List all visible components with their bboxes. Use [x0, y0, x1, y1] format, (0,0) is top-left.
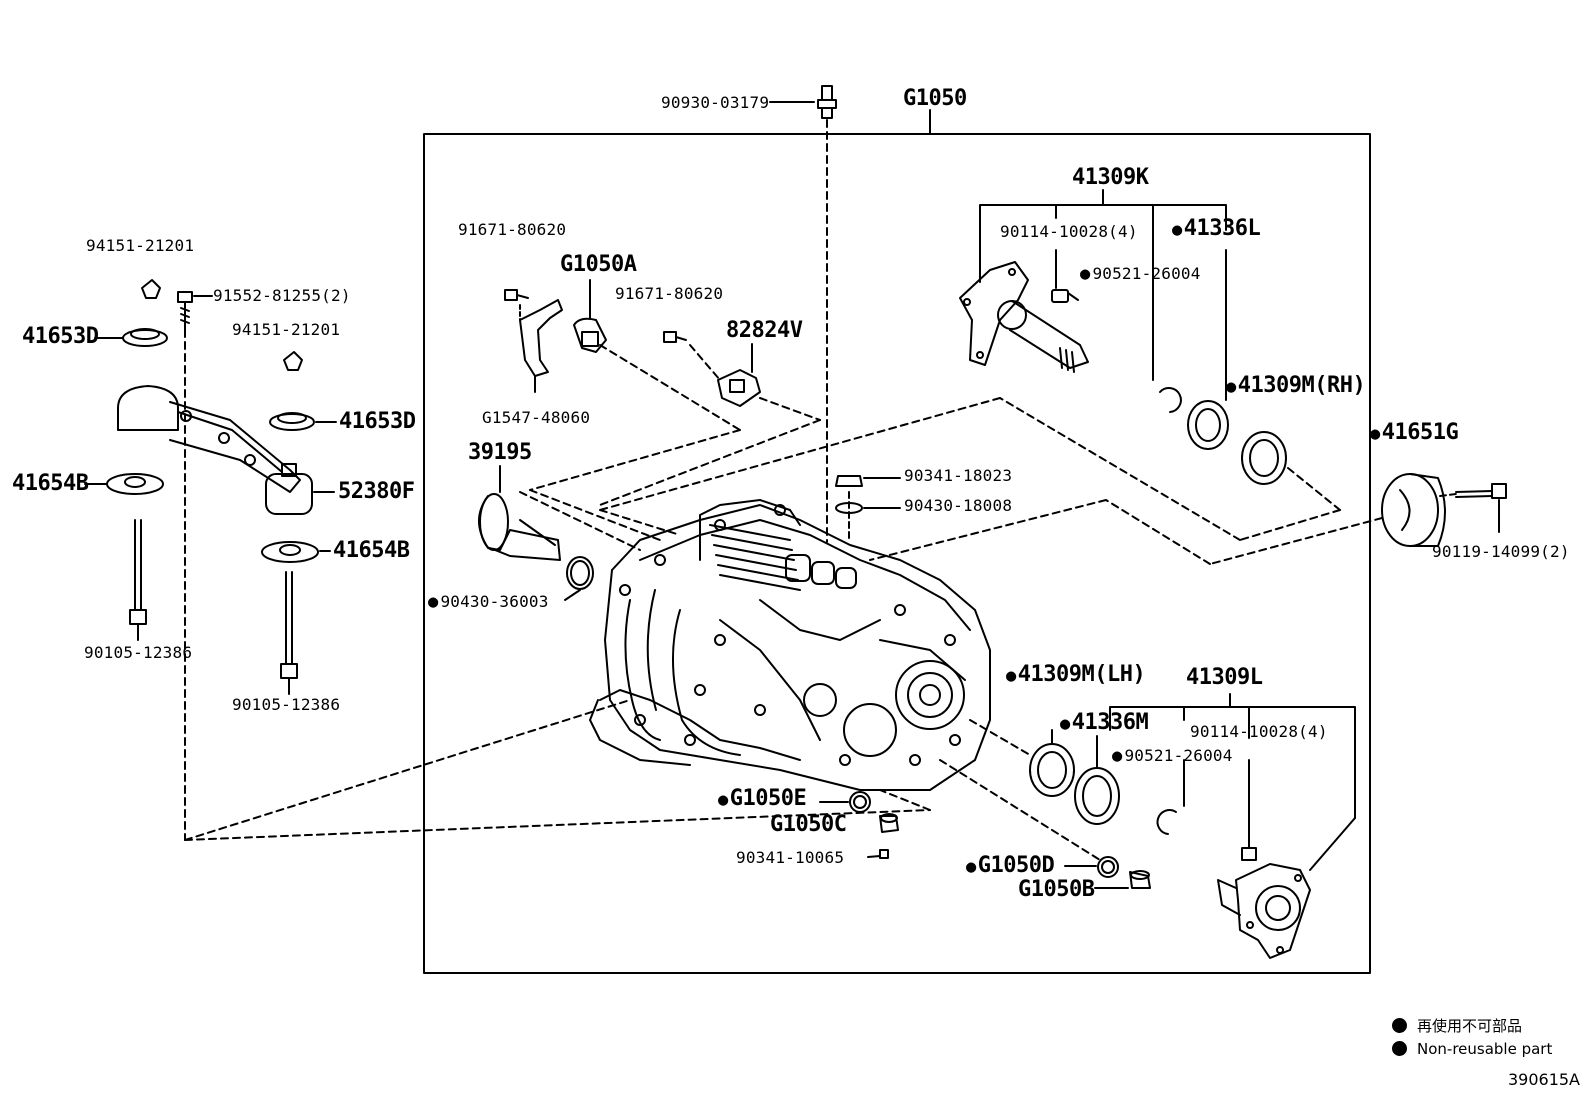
sensor-bracket-parts — [504, 279, 821, 541]
label-g1050: G1050 — [903, 86, 967, 111]
label-41653d-a: 41653D — [22, 324, 99, 349]
label-41653d-b: 41653D — [339, 409, 416, 434]
legend-text-jp: 再使用不可部品 — [1417, 1017, 1523, 1035]
non-reusable-dot-icon — [1392, 1041, 1407, 1056]
label-90341-10065: 90341-10065 — [736, 848, 845, 867]
figure-reference: 390615A — [1507, 1070, 1580, 1089]
label-41651g: 41651G — [1370, 422, 1459, 444]
41651g-mount-bushing — [869, 473, 1507, 565]
label-52380f: 52380F — [338, 479, 415, 504]
label-g1050a: G1050A — [560, 252, 637, 277]
breather-plug — [769, 85, 837, 543]
label-g1547-48060: G1547-48060 — [482, 408, 591, 427]
label-90119-14099: 90119-14099(2) — [1432, 542, 1570, 561]
legend-item-en: Non-reusable part — [1392, 1040, 1552, 1058]
label-90521-26004-top: 90521-26004 — [1080, 266, 1201, 283]
39195-shaft — [478, 465, 641, 601]
label-91671-80620-a: 91671-80620 — [458, 220, 567, 239]
label-90930-03179: 90930-03179 — [661, 93, 770, 112]
label-90105-12386-a: 90105-12386 — [84, 643, 193, 662]
label-94151-21201-a: 94151-21201 — [86, 236, 195, 255]
label-90341-18023: 90341-18023 — [904, 466, 1013, 485]
label-91671-80620-b: 91671-80620 — [615, 284, 724, 303]
legend-item-jp: 再使用不可部品 — [1392, 1015, 1522, 1036]
label-82824v: 82824V — [726, 318, 803, 343]
label-41654b-a: 41654B — [12, 471, 89, 496]
label-41336m: 41336M — [1060, 712, 1149, 734]
label-90114-10028-top: 90114-10028(4) — [1000, 222, 1138, 241]
left-oil-seals — [939, 719, 1120, 861]
label-39195: 39195 — [468, 440, 532, 465]
label-91552-81255: 91552-81255(2) — [213, 286, 351, 305]
label-90521-26004-bot: 90521-26004 — [1112, 748, 1233, 765]
assembly-bracket — [423, 109, 1371, 974]
label-41309k: 41309K — [1072, 165, 1149, 190]
label-90114-10028-bot: 90114-10028(4) — [1190, 722, 1328, 741]
label-g1050b: G1050B — [1018, 877, 1095, 902]
label-41336l: 41336L — [1172, 218, 1261, 240]
label-g1050e: G1050E — [718, 788, 807, 810]
label-41309m-rh: 41309M(RH) — [1226, 375, 1366, 397]
label-41309l: 41309L — [1186, 665, 1263, 690]
non-reusable-dot-icon — [1392, 1018, 1407, 1033]
label-g1050c: G1050C — [770, 812, 847, 837]
bottom-plugs-gaskets — [819, 791, 1151, 889]
41309m-rh-oil-seal — [599, 397, 1341, 541]
mount-bracket-assembly — [84, 279, 931, 841]
label-41309m-lh: 41309M(LH) — [1006, 664, 1146, 686]
label-41654b-b: 41654B — [333, 538, 410, 563]
transaxle-housing — [589, 499, 991, 791]
label-90105-12386-b: 90105-12386 — [232, 695, 341, 714]
label-90430-36003: 90430-36003 — [428, 594, 549, 611]
drain-plug-top — [835, 475, 901, 541]
label-90430-18008: 90430-18008 — [904, 496, 1013, 515]
label-g1050d: G1050D — [966, 855, 1055, 877]
label-94151-21201-b: 94151-21201 — [232, 320, 341, 339]
legend-text-en: Non-reusable part — [1417, 1040, 1553, 1058]
